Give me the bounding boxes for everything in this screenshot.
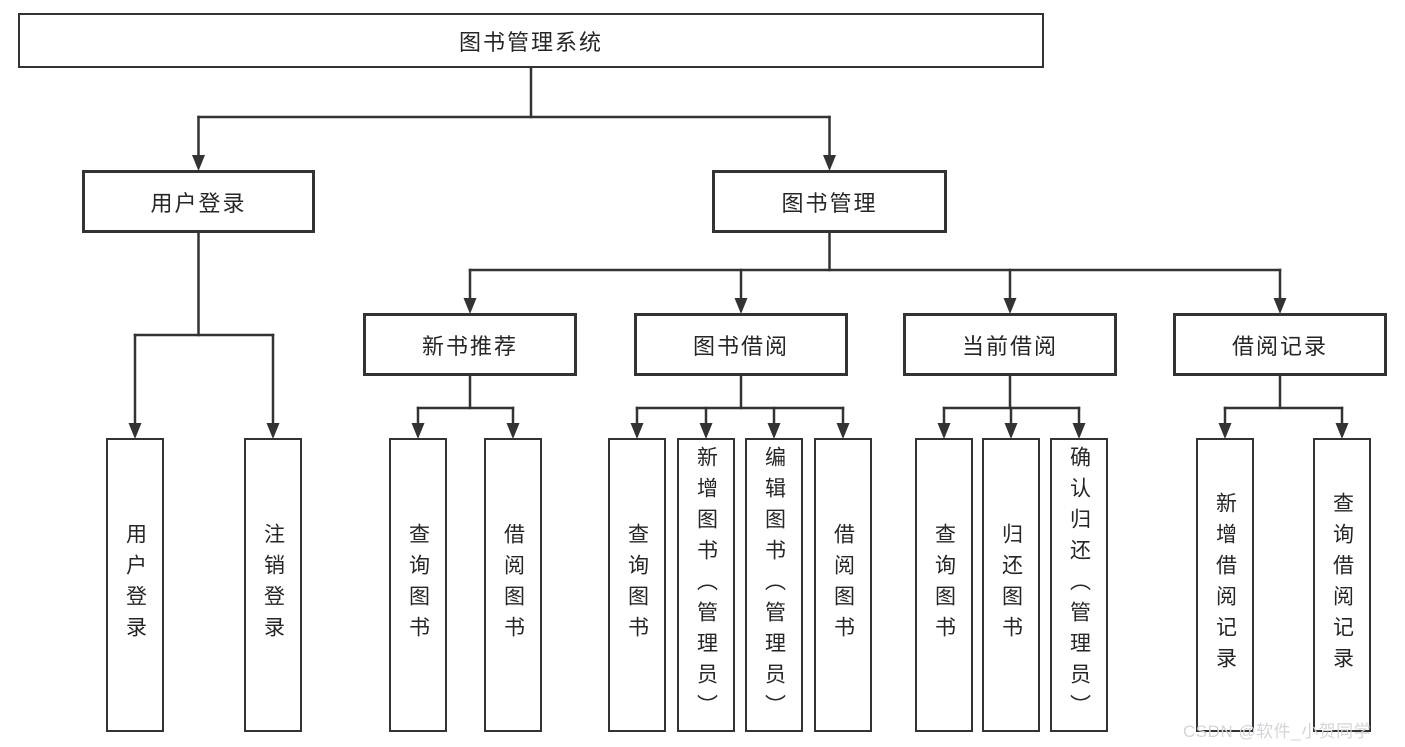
node-library-management-system: 图书管理系统: [18, 13, 1044, 68]
arrowhead-icon: [630, 423, 644, 439]
arrowhead-icon: [1072, 423, 1086, 439]
watermark: CSDN @软件_小贺同学: [1183, 722, 1372, 741]
node-label: 新书推荐: [421, 333, 518, 359]
node-new-book-recommend: 新书推荐: [363, 313, 577, 376]
arrowhead-icon: [1004, 423, 1018, 439]
node-label: 图书管理: [781, 190, 878, 216]
arrowhead-icon: [823, 155, 836, 171]
node-borrow-records: 借阅记录: [1173, 313, 1387, 376]
node-label: 图书管理系统: [458, 29, 603, 55]
arrowhead-icon: [411, 423, 425, 439]
arrowhead-icon: [506, 423, 520, 439]
connector-book-management: [463, 231, 1287, 314]
arrowhead-icon: [734, 298, 748, 314]
connector-root: [192, 66, 836, 171]
node-label: 用户登录: [150, 190, 247, 216]
leaf-label: 查询图书: [625, 523, 649, 647]
node-book-borrow: 图书借阅: [634, 313, 848, 376]
leaf-label: 编辑图书（管理员）: [762, 445, 786, 725]
leaf-label: 查询图书: [406, 523, 430, 647]
connector-borrow-records: [1218, 374, 1349, 439]
node-book-management: 图书管理: [712, 170, 947, 233]
arrowhead-icon: [128, 423, 142, 439]
leaf-logout: 注销登录: [244, 438, 302, 732]
node-current-borrow: 当前借阅: [903, 313, 1117, 376]
connector-book-borrow: [630, 374, 850, 439]
connector-new-book-recommend: [411, 374, 520, 439]
arrowhead-icon: [1273, 298, 1287, 314]
leaf-label: 确认归还（管理员）: [1067, 445, 1091, 725]
arrowhead-icon: [192, 155, 205, 171]
leaf-query-books-recommend: 查询图书: [389, 438, 447, 732]
leaf-label: 查询图书: [932, 523, 956, 647]
leaf-add-book-admin: 新增图书（管理员）: [677, 438, 735, 732]
node-label: 借阅记录: [1231, 333, 1328, 359]
leaf-label: 借阅图书: [501, 523, 525, 647]
leaf-label: 新增图书（管理员）: [694, 445, 718, 725]
leaf-user-login: 用户登录: [106, 438, 164, 732]
arrowhead-icon: [1218, 423, 1232, 439]
arrowhead-icon: [463, 298, 477, 314]
node-label: 当前借阅: [961, 333, 1058, 359]
arrowhead-icon: [699, 423, 713, 439]
connector-current-borrow: [937, 374, 1086, 439]
arrowhead-icon: [266, 423, 280, 439]
node-user-login: 用户登录: [82, 170, 315, 233]
leaf-add-borrow-record: 新增借阅记录: [1196, 438, 1254, 732]
leaf-query-books-current: 查询图书: [915, 438, 973, 732]
leaf-label: 归还图书: [999, 523, 1023, 647]
leaf-query-borrow-record: 查询借阅记录: [1313, 438, 1371, 732]
arrowhead-icon: [1335, 423, 1349, 439]
arrowhead-icon: [836, 423, 850, 439]
leaf-borrow-books: 借阅图书: [814, 438, 872, 732]
leaf-borrow-books-recommend: 借阅图书: [484, 438, 542, 732]
leaf-label: 查询借阅记录: [1330, 492, 1354, 678]
node-label: 图书借阅: [692, 333, 789, 359]
leaf-label: 注销登录: [261, 523, 285, 647]
leaf-confirm-return-admin: 确认归还（管理员）: [1050, 438, 1108, 732]
leaf-edit-book-admin: 编辑图书（管理员）: [745, 438, 803, 732]
connector-user-login: [128, 231, 280, 439]
leaf-return-book: 归还图书: [982, 438, 1040, 732]
leaf-label: 新增借阅记录: [1213, 492, 1237, 678]
leaf-label: 借阅图书: [831, 523, 855, 647]
leaf-query-books-borrow: 查询图书: [608, 438, 666, 732]
arrowhead-icon: [1003, 298, 1017, 314]
arrowhead-icon: [937, 423, 951, 439]
leaf-label: 用户登录: [123, 523, 147, 647]
arrowhead-icon: [767, 423, 781, 439]
